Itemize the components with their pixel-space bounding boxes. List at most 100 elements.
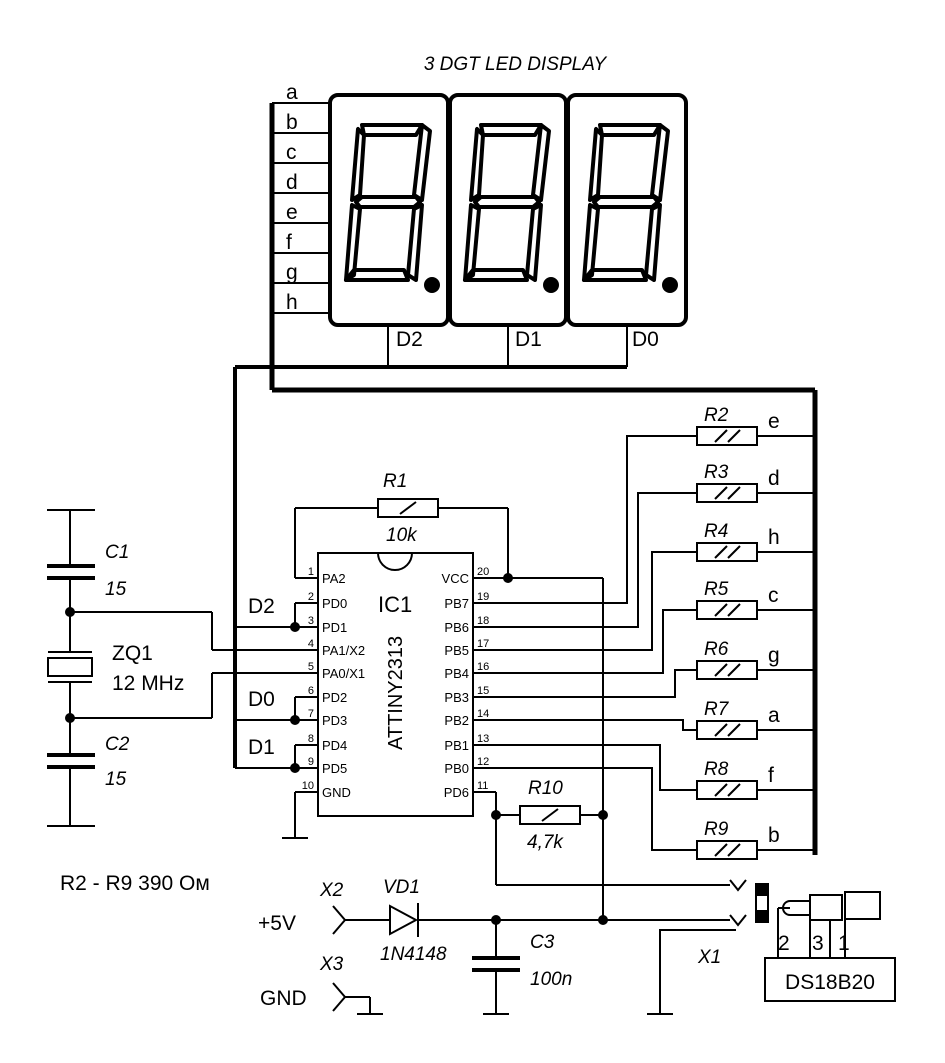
ic-left-pin-name: PD1 (322, 620, 347, 635)
sensor-name: DS18B20 (785, 971, 875, 994)
r10-network (473, 791, 747, 892)
r10-ref: R10 (528, 778, 563, 799)
x3-label: GND (260, 987, 307, 1010)
x2-ref: X2 (319, 880, 344, 901)
r1-value: 10k (386, 525, 418, 546)
ic-right-pin-number: 15 (477, 685, 489, 697)
ic-left-pin-number: 7 (308, 708, 314, 720)
ic-left-pin-number: 9 (308, 756, 314, 768)
segment-label-h: h (286, 291, 298, 314)
crystal-network (47, 509, 95, 827)
digit-1-segment-1 (531, 123, 551, 202)
x1-ref: X1 (697, 947, 721, 968)
digit-0-segment-0 (360, 123, 424, 137)
resistor-segment-label: a (768, 704, 780, 727)
net-label-d0: D0 (248, 688, 275, 711)
digit-1-segment-6 (473, 195, 541, 209)
ic-right-pin-number: 12 (477, 756, 489, 768)
ic-right-pin-name: PB1 (444, 738, 469, 753)
digit-glyph-2 (582, 123, 678, 293)
segment-label-f: f (286, 231, 292, 254)
resistor-r4: R4 h (696, 521, 815, 562)
power-input (332, 903, 747, 1015)
digit-0-segment-6 (354, 195, 422, 209)
digit-glyph-0 (344, 123, 440, 293)
resistor-note: R2 - R9 390 Ом (60, 872, 210, 895)
digit-2-segment-2 (644, 203, 662, 282)
ic-left-pin-name: PD4 (322, 738, 347, 753)
ic-left-pin-number: 6 (308, 685, 314, 697)
resistor-segment-label: b (768, 824, 780, 847)
r10-value: 4,7k (527, 832, 564, 853)
crystal-body (47, 657, 93, 677)
ic-left-pin-number: 3 (308, 615, 314, 627)
resistor-ref: R9 (704, 819, 729, 840)
ic-right-pin-name: PB2 (444, 713, 469, 728)
digit-0-segment-1 (412, 123, 432, 202)
resistor-ref: R8 (704, 759, 729, 780)
ic-right-pin-name: PD6 (444, 785, 469, 800)
sensor-pin-3: 3 (812, 932, 824, 955)
r1-ref: R1 (383, 471, 407, 492)
resistor-r9: R9 b (696, 819, 815, 860)
ic-left-pin-name: PA0/X1 (322, 666, 365, 681)
ic-left-pin-number: 8 (308, 733, 314, 745)
resistor-ref: R5 (704, 579, 729, 600)
resistor-ref: R4 (704, 521, 728, 542)
ic-right-pin-number: 11 (477, 780, 488, 792)
ic-left-pin-name: PD2 (322, 690, 347, 705)
c3-value: 100n (530, 969, 572, 990)
vd1-value: 1N4148 (380, 944, 447, 965)
resistor-segment-label: h (768, 526, 780, 549)
resistor-body (696, 720, 758, 740)
ic-left-pin-name: PD5 (322, 761, 347, 776)
ic-left-pin-number: 1 (308, 566, 314, 578)
ic-left-pin-name: GND (322, 785, 351, 800)
digit-1-segment-2 (525, 203, 543, 282)
ds18b20-sensor (764, 891, 896, 1002)
ic-left-pin-number: 5 (308, 661, 314, 673)
ic-right-pin-number: 17 (477, 638, 489, 650)
digit-0-segment-3 (344, 268, 410, 282)
ic-right-pin-number: 18 (477, 615, 489, 627)
digit-2-segment-5 (588, 127, 604, 202)
c1-ref: C1 (105, 542, 129, 563)
ic-left-pin-name: PA2 (322, 571, 346, 586)
c2-ref: C2 (105, 734, 130, 755)
ic-right-pin-number: 19 (477, 591, 489, 603)
digit-label-d1: D1 (515, 328, 542, 351)
digit-1-dot (543, 277, 559, 293)
left-pin-wiring (70, 602, 318, 839)
ic-left-pin-number: 4 (308, 638, 314, 650)
ic-right-pin-number: 16 (477, 661, 489, 673)
ic-right-pin-name: PB0 (444, 761, 469, 776)
resistor-body (696, 600, 758, 620)
c2-value: 15 (105, 769, 127, 790)
resistor-segment-label: f (768, 764, 774, 787)
ic-right-pin-number: 20 (477, 566, 489, 578)
digit-0-dot (424, 277, 440, 293)
ic-left-pin-name: PD0 (322, 596, 347, 611)
resistor-body (696, 483, 758, 503)
digit-common-wires (233, 325, 628, 769)
ic1-chip (317, 552, 474, 817)
segment-label-a: a (286, 81, 298, 104)
vcc-rail (473, 573, 604, 920)
segment-bus (269, 103, 818, 855)
ic-right-pin-number: 14 (477, 708, 489, 720)
ic-ref-label: IC1 (378, 592, 412, 617)
ic-right-pin-name: PB7 (444, 596, 469, 611)
digit-1-segment-3 (463, 268, 529, 282)
sensor-pin-2: 2 (778, 932, 790, 955)
r1-network (294, 498, 509, 579)
ic-left-pin-number: 2 (308, 591, 314, 603)
vd1-ref: VD1 (383, 877, 420, 898)
digit-glyph-1 (463, 123, 559, 293)
ic-left-pin-name: PA1/X2 (322, 643, 365, 658)
portb-wiring (473, 435, 697, 851)
resistor-body (696, 780, 758, 800)
x1-connector (647, 883, 769, 1015)
